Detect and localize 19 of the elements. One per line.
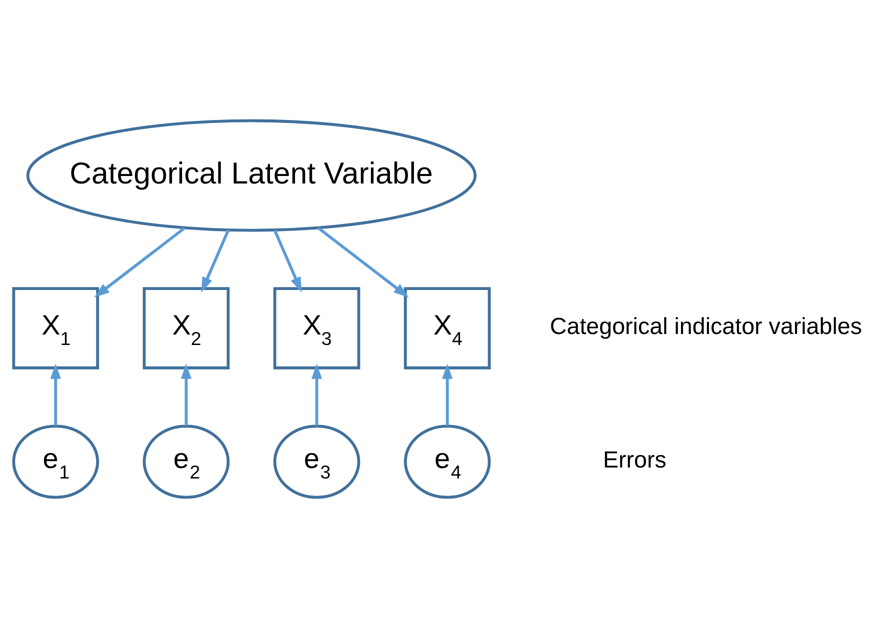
arrow: [180, 363, 192, 426]
node-box: X$_{2}$: [142, 286, 230, 369]
label: Categorical indicator variables: [549, 312, 862, 339]
node-ellipse: e$_{1}$: [12, 424, 99, 498]
arrow: [272, 229, 302, 292]
node-ellipse: e$_{3}$: [272, 424, 360, 498]
arrow: [50, 363, 60, 426]
node-ellipse: Categorical Latent Variable: [26, 118, 476, 232]
arrow: [442, 363, 452, 426]
label: Errors: [602, 446, 666, 472]
node-box: X$_{3}$: [272, 286, 360, 369]
node-ellipse: e$_{2}$: [142, 424, 230, 498]
node-box: X$_{4}$: [403, 286, 490, 369]
arrow: [310, 363, 322, 426]
arrow: [94, 226, 186, 297]
arrow: [316, 226, 408, 297]
node-box: X$_{1}$: [12, 286, 99, 369]
arrow: [200, 229, 230, 292]
node-ellipse: e$_{4}$: [403, 424, 490, 498]
